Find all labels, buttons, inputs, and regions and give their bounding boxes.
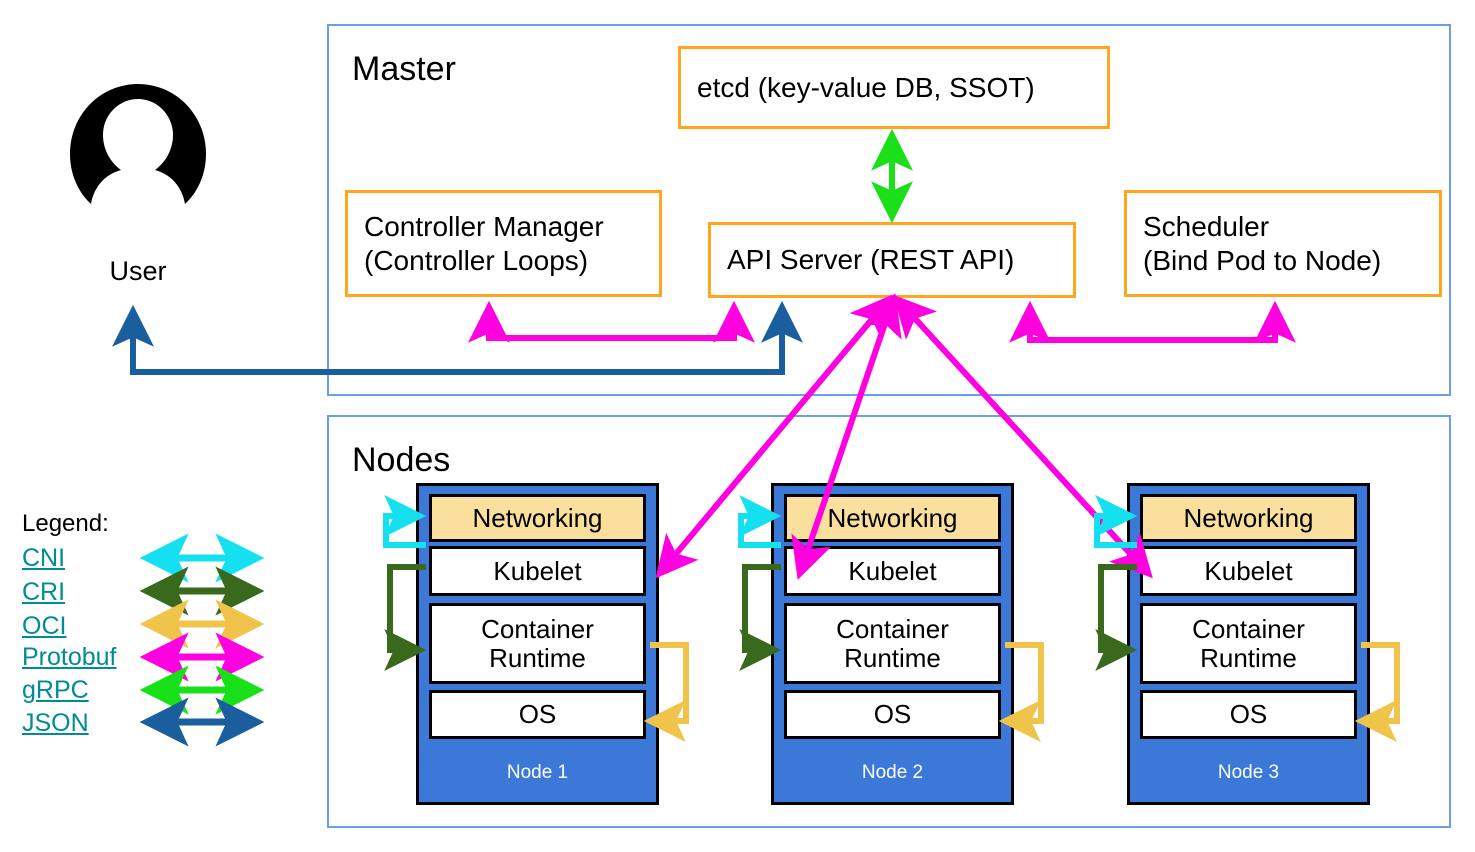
node-layer-networking[interactable]: Networking: [429, 494, 646, 542]
node-layer-label: Container Runtime: [1192, 613, 1305, 673]
legend-item-oci[interactable]: OCI: [22, 612, 67, 640]
nodes-group-title: Nodes: [352, 441, 451, 479]
node-layer-label: Kubelet: [848, 555, 937, 586]
node-layer-label: Container Runtime: [836, 613, 949, 673]
node-layer-kubelet[interactable]: Kubelet: [429, 546, 646, 596]
node-layer-label: Networking: [472, 502, 603, 533]
node-layer-os[interactable]: OS: [429, 690, 646, 739]
legend-item-cni[interactable]: CNI: [22, 544, 66, 572]
node-layer-kubelet[interactable]: Kubelet: [784, 546, 1001, 596]
node-layer-kubelet[interactable]: Kubelet: [1140, 546, 1357, 596]
node-layer-label: Kubelet: [493, 555, 582, 586]
node-layer-container-runtime[interactable]: Container Runtime: [1140, 603, 1357, 684]
etcd-box[interactable]: etcd (key-value DB, SSOT): [678, 46, 1110, 129]
node-card[interactable]: Networking Kubelet Container Runtime OS …: [1127, 483, 1370, 805]
legend-item-cri[interactable]: CRI: [22, 578, 66, 606]
node-layer-label: Networking: [1183, 502, 1314, 533]
legend-item-json[interactable]: JSON: [22, 709, 89, 737]
user-avatar-icon: [64, 82, 212, 222]
scheduler-box[interactable]: Scheduler (Bind Pod to Node): [1124, 190, 1442, 297]
node-layer-networking[interactable]: Networking: [1140, 494, 1357, 542]
node-layer-os[interactable]: OS: [784, 690, 1001, 739]
node-card[interactable]: Networking Kubelet Container Runtime OS …: [771, 483, 1014, 805]
scheduler-label: Scheduler (Bind Pod to Node): [1143, 210, 1382, 276]
legend-title: Legend:: [22, 510, 109, 537]
user-label: User: [109, 256, 167, 286]
node-layer-os[interactable]: OS: [1140, 690, 1357, 739]
node-layer-label: OS: [873, 699, 912, 729]
api-server-box[interactable]: API Server (REST API): [708, 222, 1076, 298]
controller-manager-box[interactable]: Controller Manager (Controller Loops): [345, 190, 662, 297]
node-layer-label: OS: [518, 699, 557, 729]
controller-manager-label: Controller Manager (Controller Loops): [364, 210, 604, 276]
legend-item-grpc[interactable]: gRPC: [22, 676, 89, 704]
node-layer-container-runtime[interactable]: Container Runtime: [429, 603, 646, 684]
node-layer-networking[interactable]: Networking: [784, 494, 1001, 542]
legend-item-protobuf[interactable]: Protobuf: [22, 643, 117, 671]
node-name-label: Node 2: [861, 762, 924, 783]
node-layer-label: Container Runtime: [481, 613, 594, 673]
node-name-label: Node 3: [1217, 762, 1280, 783]
node-layer-label: Kubelet: [1204, 555, 1293, 586]
node-layer-label: OS: [1229, 699, 1268, 729]
etcd-label: etcd (key-value DB, SSOT): [697, 71, 1035, 103]
api-server-label: API Server (REST API): [727, 244, 1015, 275]
node-layer-container-runtime[interactable]: Container Runtime: [784, 603, 1001, 684]
node-layer-label: Networking: [827, 502, 958, 533]
node-card[interactable]: Networking Kubelet Container Runtime OS …: [416, 483, 659, 805]
node-name-label: Node 1: [506, 762, 569, 783]
master-group-title: Master: [352, 50, 456, 88]
